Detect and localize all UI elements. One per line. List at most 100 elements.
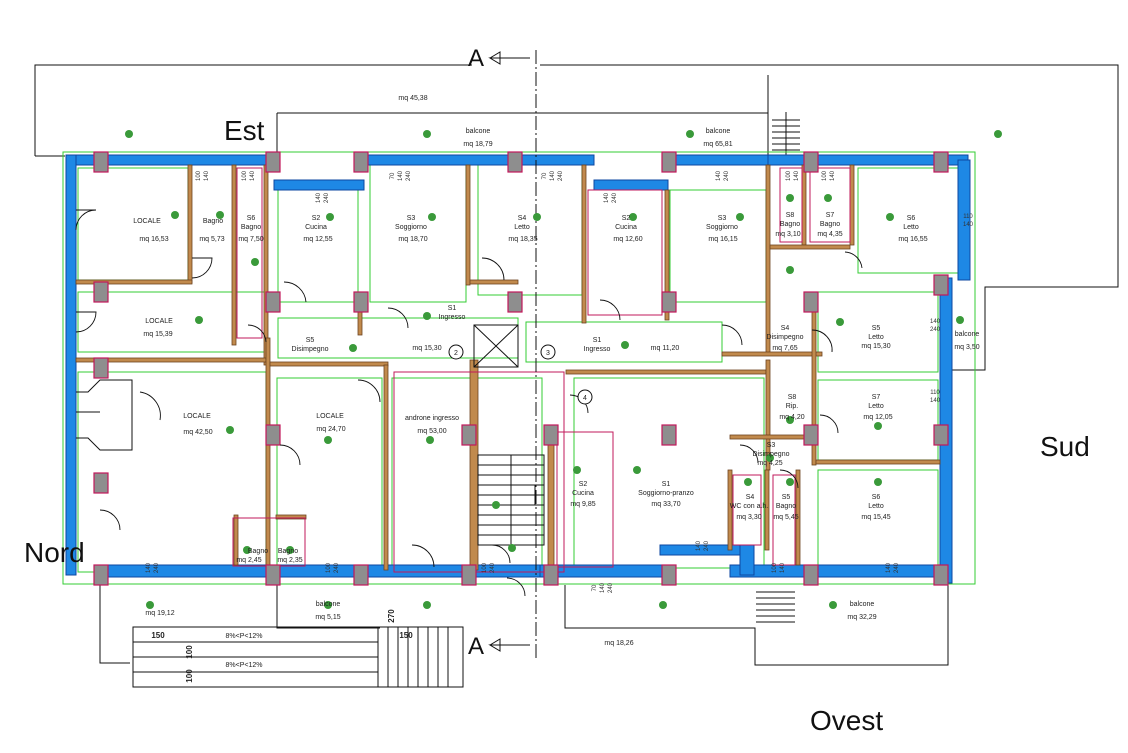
room-area: mq 16,15 <box>708 236 737 243</box>
room-area: mq 3,30 <box>736 514 761 521</box>
dim-label: 140 <box>716 170 722 181</box>
dim-label: 100 <box>196 170 202 181</box>
room-name: Letto <box>868 403 884 410</box>
dim-label: 240 <box>558 170 564 181</box>
window-dimensions: 100 140 100 140 140 240 70 140 240 70 14… <box>146 170 974 593</box>
dim-label: 240 <box>154 562 160 573</box>
room-name: balcone <box>706 128 731 135</box>
dim-label: 240 <box>612 192 618 203</box>
room-area: mq 9,85 <box>570 501 595 508</box>
room-area: mq 33,70 <box>651 501 680 508</box>
dim-label: 100 <box>326 562 332 573</box>
room-area: mq 18,70 <box>398 236 427 243</box>
room-code: S1 <box>448 305 457 312</box>
room-labels: mq 45,38 balcone mq 18,79 balcone mq 65,… <box>133 95 980 647</box>
dim-label: 70 <box>390 172 396 179</box>
room-code: S5 <box>782 494 791 501</box>
dim-label: 100 <box>772 562 778 573</box>
room-name: Letto <box>514 224 530 231</box>
dim-label: 140 <box>250 170 256 181</box>
dim-label: 240 <box>894 562 900 573</box>
room-area: mq 5,73 <box>199 236 224 243</box>
compass-east: Est <box>224 115 265 146</box>
light-point-markers <box>125 130 1002 609</box>
room-code: S3 <box>718 215 727 222</box>
dim-label: 140 <box>550 170 556 181</box>
room-area: mq 12,60 <box>613 236 642 243</box>
compass-south: Sud <box>1040 431 1090 462</box>
room-name: Rip. <box>786 403 799 410</box>
room-area: mq 3,50 <box>954 344 979 351</box>
dim-label: 240 <box>334 562 340 573</box>
room-name: balcone <box>316 601 341 608</box>
room-area: mq 4,25 <box>757 460 782 467</box>
stair-ramp-end <box>387 627 449 687</box>
dim-label: 100 <box>786 170 792 181</box>
compass-north: Nord <box>24 537 85 568</box>
circled-number-markers <box>448 344 593 405</box>
room-code: S4 <box>781 325 790 332</box>
columns <box>93 151 949 586</box>
room-code: S4 <box>518 215 527 222</box>
room-name: Bagno <box>203 218 223 225</box>
room-code: S8 <box>788 394 797 401</box>
room-name: Bagno <box>241 224 261 231</box>
room-area: mq 4,35 <box>817 231 842 238</box>
compass-west: Ovest <box>810 705 883 736</box>
room-name: Soggiorno <box>395 224 427 231</box>
dim-label: 140 <box>830 170 836 181</box>
ramp-slope: 8%<P<12% <box>226 662 263 669</box>
room-name: Ingresso <box>584 346 611 353</box>
dim-label: 140 <box>696 540 702 551</box>
room-area: mq 65,81 <box>703 141 732 148</box>
room-area: mq 15,45 <box>861 514 890 521</box>
room-name: Letto <box>868 334 884 341</box>
room-area: mq 16,55 <box>898 236 927 243</box>
room-name: Bagno <box>248 548 268 555</box>
room-area: mq 15,30 <box>412 345 441 352</box>
room-code: S6 <box>247 215 256 222</box>
room-name: Disimpegno <box>767 334 804 341</box>
dim-label: 110 <box>963 214 973 220</box>
dim-label: 140 <box>963 222 974 228</box>
dim-label: 70 <box>592 584 598 591</box>
room-name: Bagno <box>278 548 298 555</box>
dim-label: 140 <box>604 192 610 203</box>
dim-label: 100 <box>822 170 828 181</box>
ramp-length: 100 <box>185 669 194 683</box>
dim-label: 240 <box>406 170 412 181</box>
room-name: Cucina <box>305 224 327 231</box>
room-code: S3 <box>407 215 416 222</box>
room-code: S1 <box>593 337 602 344</box>
dim-label: 240 <box>930 327 941 333</box>
room-code: S3 <box>767 442 776 449</box>
room-code: S4 <box>746 494 755 501</box>
room-area: mq 45,38 <box>398 95 427 102</box>
room-area: mq 24,70 <box>316 426 345 433</box>
section-arrows <box>488 51 530 652</box>
room-area: mq 42,50 <box>183 429 212 436</box>
room-area: mq 16,53 <box>139 236 168 243</box>
room-code: S5 <box>306 337 315 344</box>
circle-num-3: 3 <box>546 350 550 357</box>
room-area: mq 7,50 <box>238 236 263 243</box>
room-name: Bagno <box>780 221 800 228</box>
room-name: LOCALE <box>133 218 161 225</box>
room-code: S5 <box>872 325 881 332</box>
room-name: Cucina <box>615 224 637 231</box>
room-name: balcone <box>850 601 875 608</box>
dim-label: 140 <box>886 562 892 573</box>
room-area: mq 18,26 <box>604 640 633 647</box>
bay-window-west <box>76 379 133 451</box>
room-name: androne ingresso <box>405 415 459 422</box>
section-mark-bottom: A <box>468 633 484 660</box>
ramp-dimension: 270 <box>387 609 396 623</box>
room-area: mq 5,45 <box>773 514 798 521</box>
room-area: mq 15,30 <box>861 343 890 350</box>
dim-label: 70 <box>542 172 548 179</box>
room-code: S1 <box>662 481 671 488</box>
room-area: mq 5,15 <box>315 614 340 621</box>
room-area: mq 7,65 <box>772 345 797 352</box>
room-area: mq 3,10 <box>775 231 800 238</box>
